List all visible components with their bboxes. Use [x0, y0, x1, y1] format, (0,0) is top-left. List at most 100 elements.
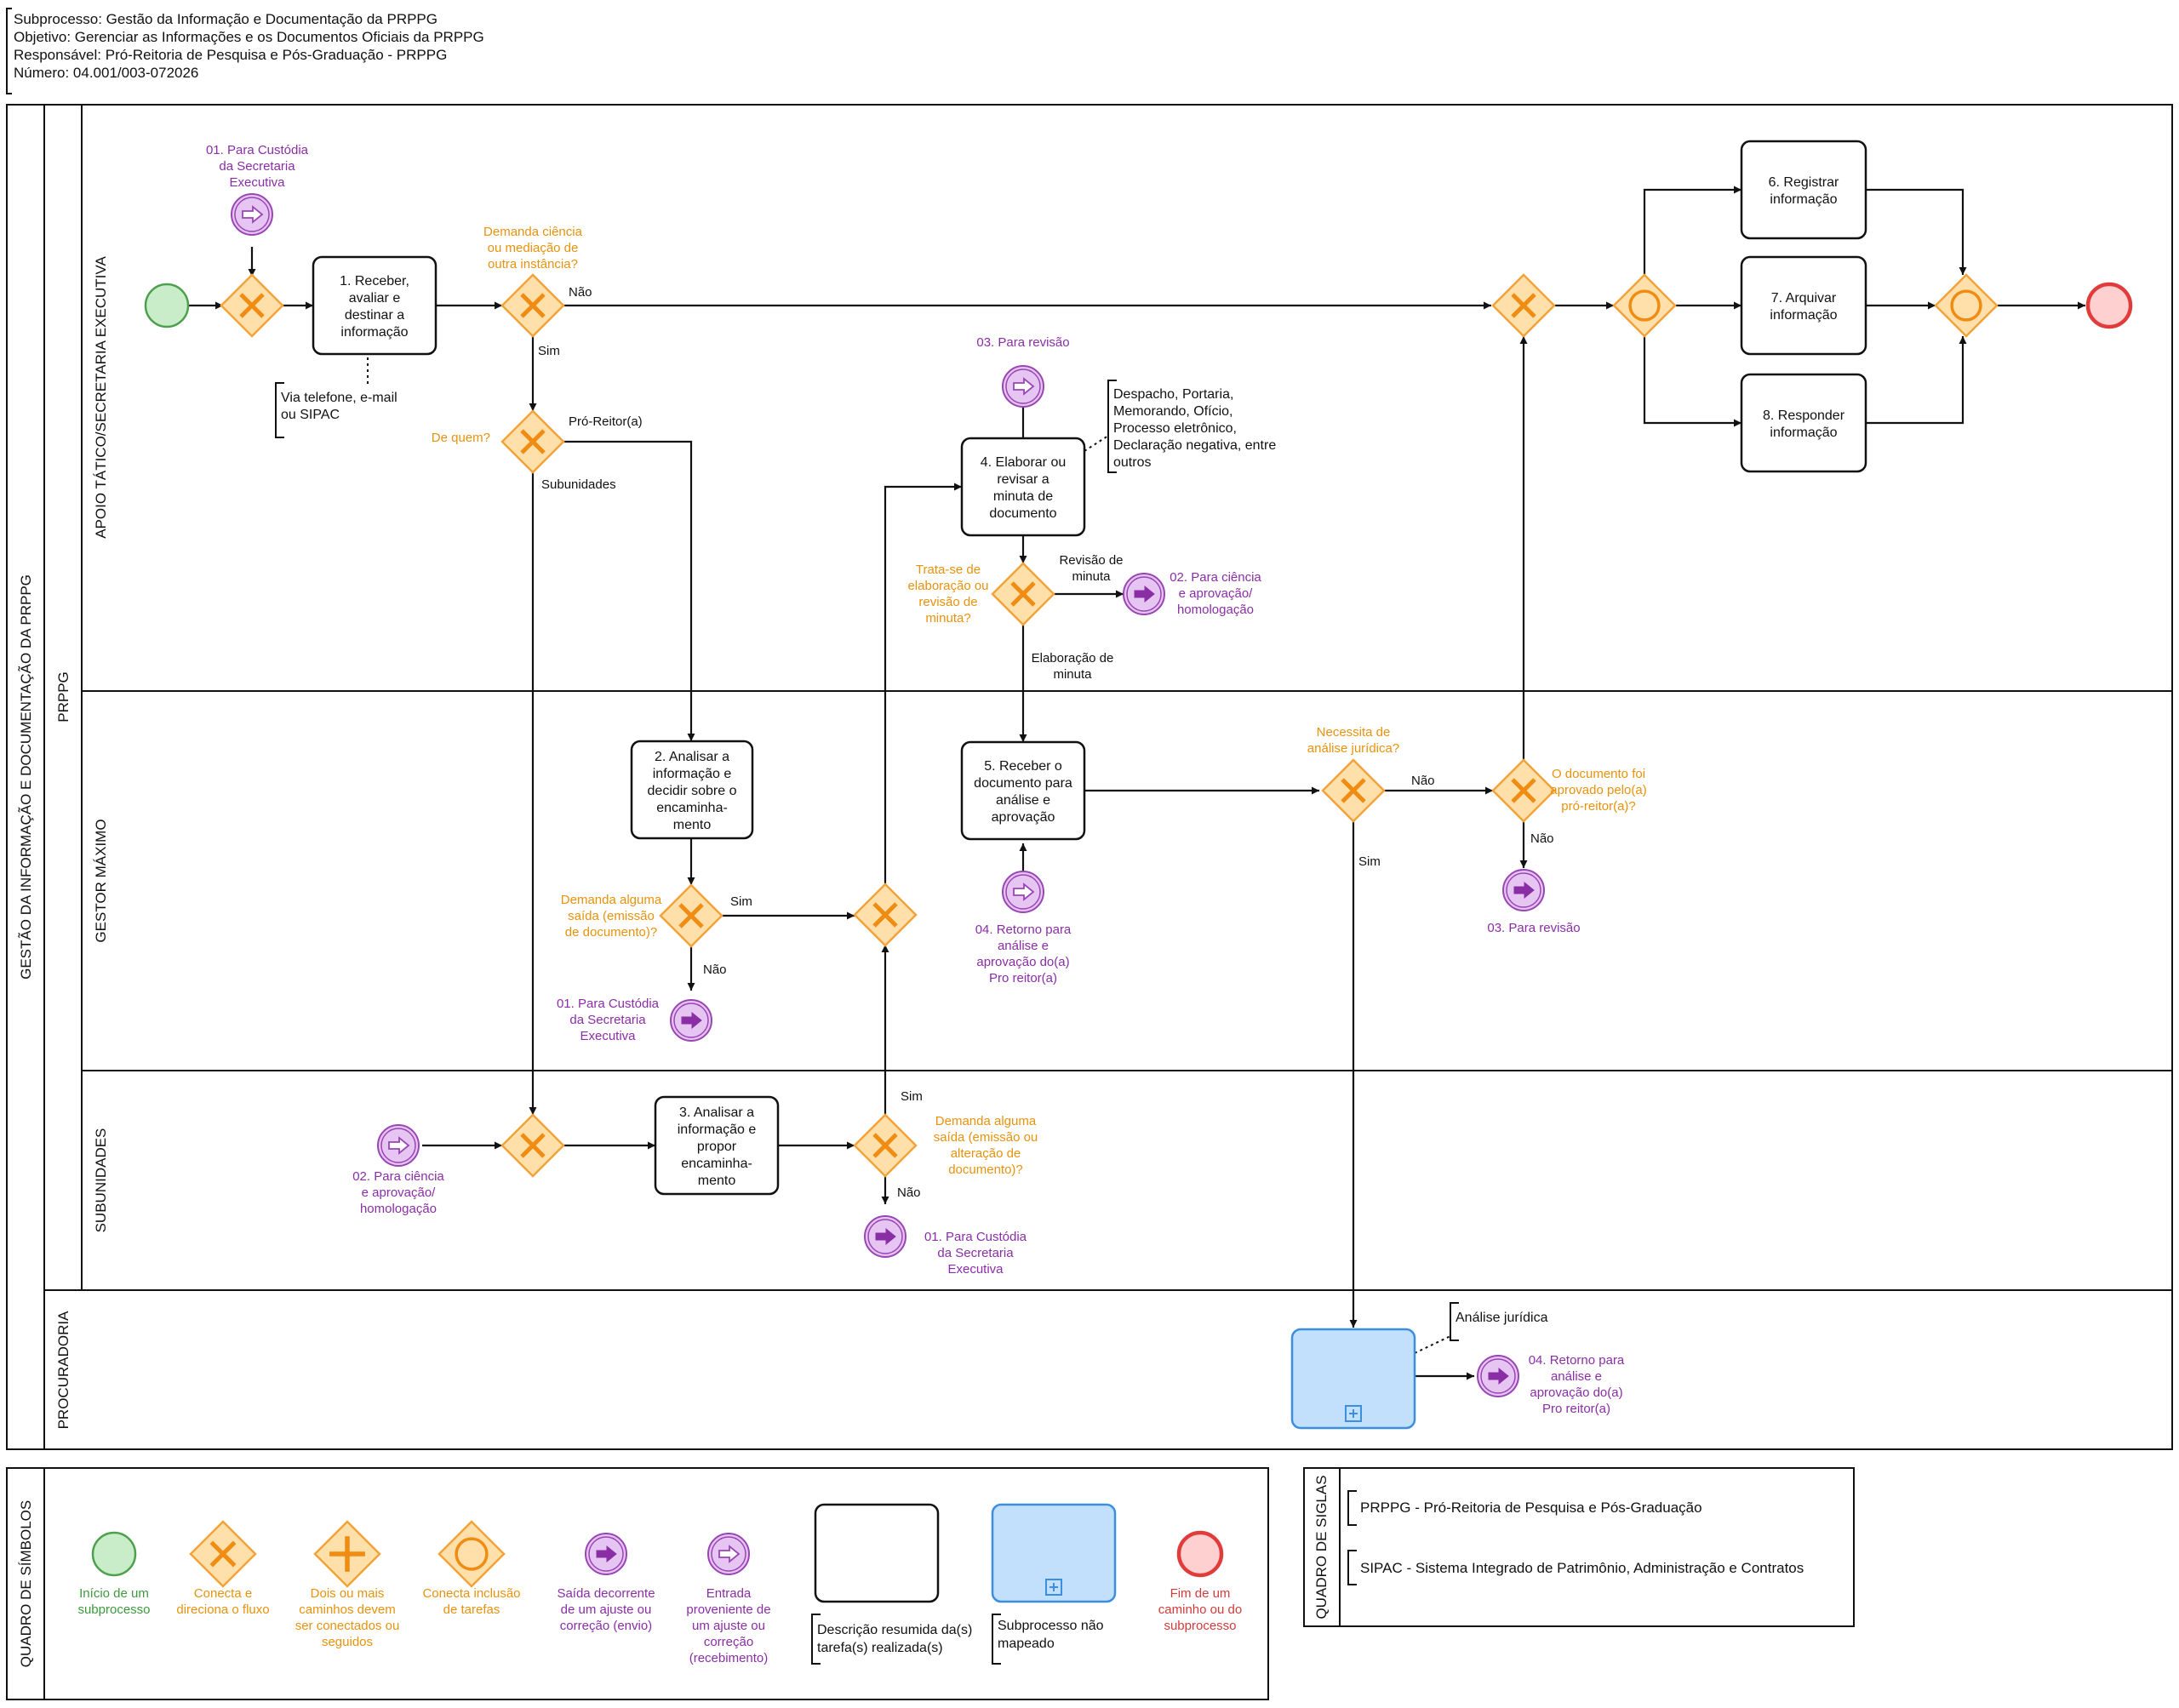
- gateway-de-quem-label: De quem?: [432, 431, 490, 445]
- pool: [6, 104, 2173, 1450]
- lane-gestor: GESTOR MÁXIMO: [93, 819, 109, 942]
- gateway-trata-se[interactable]: [991, 562, 1055, 626]
- flow-sim-sub: Sim: [901, 1089, 923, 1104]
- flow-nao-gestor: Não: [703, 963, 727, 977]
- flow-nao-demanda: Não: [569, 285, 592, 300]
- lane-apoio: APOIO TÁTICO/SECRETARIA EXECUTIVA: [93, 256, 109, 539]
- event-in-custodia[interactable]: [231, 193, 273, 236]
- event-out-custodia-sub[interactable]: [864, 1215, 906, 1258]
- sequence-flows: [189, 186, 2085, 1380]
- gateway-demanda-saida-gestor[interactable]: [659, 883, 723, 948]
- event-in-revisao-label: 03. Para revisão: [976, 335, 1069, 350]
- event-out-revisao-label: 03. Para revisão: [1487, 921, 1580, 935]
- gateway-inclusao-split[interactable]: [1612, 273, 1677, 338]
- process-header: Subprocesso: Gestão da Informação e Docu…: [6, 8, 484, 94]
- event-in-retorno[interactable]: [1002, 871, 1044, 913]
- event-out-revisao[interactable]: [1502, 869, 1545, 911]
- header-objetivo: Objetivo: Gerenciar as Informações e os …: [14, 29, 484, 45]
- gateway-entrada[interactable]: [220, 273, 284, 338]
- legend-gateway-x-symbol[interactable]: [189, 1520, 257, 1588]
- start-event[interactable]: [144, 283, 190, 328]
- legend-start-symbol[interactable]: [91, 1531, 137, 1577]
- legend-tarefa-label: Descrição resumida da(s)tarefa(s) realiz…: [817, 1623, 972, 1655]
- sigla-prppg: PRPPG - Pró-Reitoria de Pesquisa e Pós-G…: [1360, 1499, 1702, 1516]
- gateway-inclusao-join[interactable]: [1934, 273, 1999, 338]
- legend-subprocess-symbol: [991, 1503, 1117, 1603]
- legend-gateway-o-symbol[interactable]: [438, 1520, 506, 1588]
- gateway-demanda-ciencia[interactable]: [500, 273, 565, 338]
- legend-title: QUADRO DE SÍMBOLOS: [18, 1500, 34, 1667]
- legend-end-symbol[interactable]: [1176, 1530, 1224, 1578]
- subprocess-analise-juridica[interactable]: [1290, 1328, 1416, 1430]
- header-responsavel: Responsável: Pró-Reitoria de Pesquisa e …: [14, 47, 447, 63]
- pool-title: GESTÃO DA INFORMAÇÃO E DOCUMENTAÇÃO DA P…: [18, 574, 34, 980]
- legend-entrada-symbol[interactable]: [707, 1533, 750, 1575]
- flow-pro-reitor: Pró-Reitor(a): [569, 414, 643, 429]
- expand-icon: [1045, 1579, 1062, 1596]
- sigla-sipac: SIPAC - Sistema Integrado de Patrimônio,…: [1360, 1560, 1804, 1576]
- annotation-juridica-text: Análise jurídica: [1456, 1311, 1548, 1325]
- event-out-custodia-gestor[interactable]: [670, 999, 712, 1042]
- gateway-merge-saida[interactable]: [853, 883, 918, 947]
- gateway-de-quem[interactable]: [500, 409, 565, 474]
- annotation-via: [275, 357, 369, 438]
- legend-saida-symbol[interactable]: [585, 1533, 627, 1575]
- legend-gateway-plus-symbol: [313, 1520, 381, 1588]
- gateway-necessita[interactable]: [1321, 758, 1386, 823]
- event-out-retorno-proc[interactable]: [1477, 1355, 1519, 1397]
- gateway-merge-sub[interactable]: [500, 1113, 565, 1178]
- group-prppg: PRPPG: [55, 671, 71, 723]
- gateway-aprovado[interactable]: [1491, 758, 1556, 823]
- gateway-demanda-saida-sub[interactable]: [853, 1113, 918, 1178]
- lane-procuradoria: PROCURADORIA: [55, 1311, 71, 1430]
- legend-frames: [6, 1467, 1855, 1700]
- legend-task-symbol: [814, 1503, 940, 1603]
- flow-sim-demanda: Sim: [538, 344, 560, 358]
- flow-sim-gestor: Sim: [730, 894, 752, 909]
- gateway-merge-top[interactable]: [1491, 273, 1556, 338]
- event-in-ciencia-sub[interactable]: [377, 1124, 420, 1167]
- event-in-revisao[interactable]: [1002, 365, 1044, 408]
- annotation-docs: [1084, 380, 1117, 473]
- end-event[interactable]: [2085, 282, 2133, 329]
- siglas-title: QUADRO DE SIGLAS: [1313, 1475, 1330, 1619]
- annotation-docs-text: Despacho, Portaria,Memorando, Ofício,Pro…: [1113, 387, 1276, 470]
- event-out-ciencia[interactable]: [1123, 573, 1165, 615]
- expand-icon: [1345, 1405, 1362, 1422]
